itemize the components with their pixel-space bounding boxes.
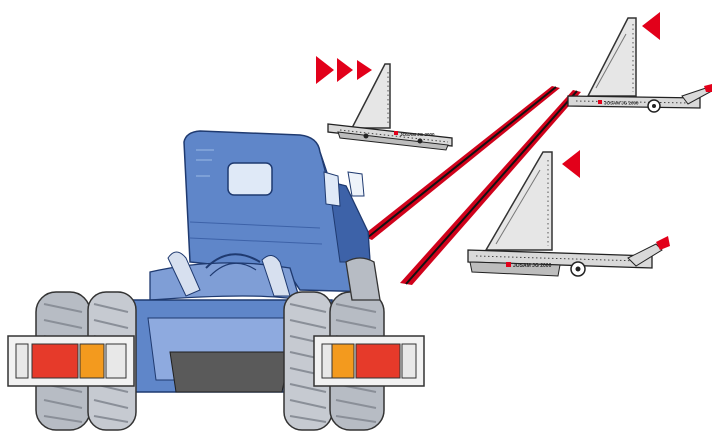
arrow-right-icon xyxy=(316,56,372,84)
cab-rear-window xyxy=(228,163,272,195)
brand-plate: JOSAM JG 2000 xyxy=(598,100,639,106)
taillight-left xyxy=(8,336,134,386)
gauge-rear-left: JOSAM JG 2000 xyxy=(316,56,452,150)
triangle-target-plate xyxy=(486,152,552,250)
taillight-right xyxy=(314,336,424,386)
gauge-base-bar xyxy=(568,84,712,112)
brand-label: JOSAM JG 2000 xyxy=(513,263,552,269)
brand-label: JOSAM JG 2000 xyxy=(400,132,435,137)
brand-plate: JOSAM JG 2000 xyxy=(394,131,435,137)
gauge-front-right: JOSAM JG 2000 xyxy=(468,150,670,276)
brand-label: JOSAM JG 2000 xyxy=(604,101,639,106)
gauge-rear-right: JOSAM JG 2000 xyxy=(568,12,712,112)
truck xyxy=(8,131,424,430)
arrow-left-icon xyxy=(562,150,580,178)
triangle-target-plate xyxy=(588,18,636,96)
brand-plate: JOSAM JG 2000 xyxy=(506,262,552,269)
arrow-left-icon xyxy=(642,12,660,40)
front-right-wheel xyxy=(346,258,380,300)
